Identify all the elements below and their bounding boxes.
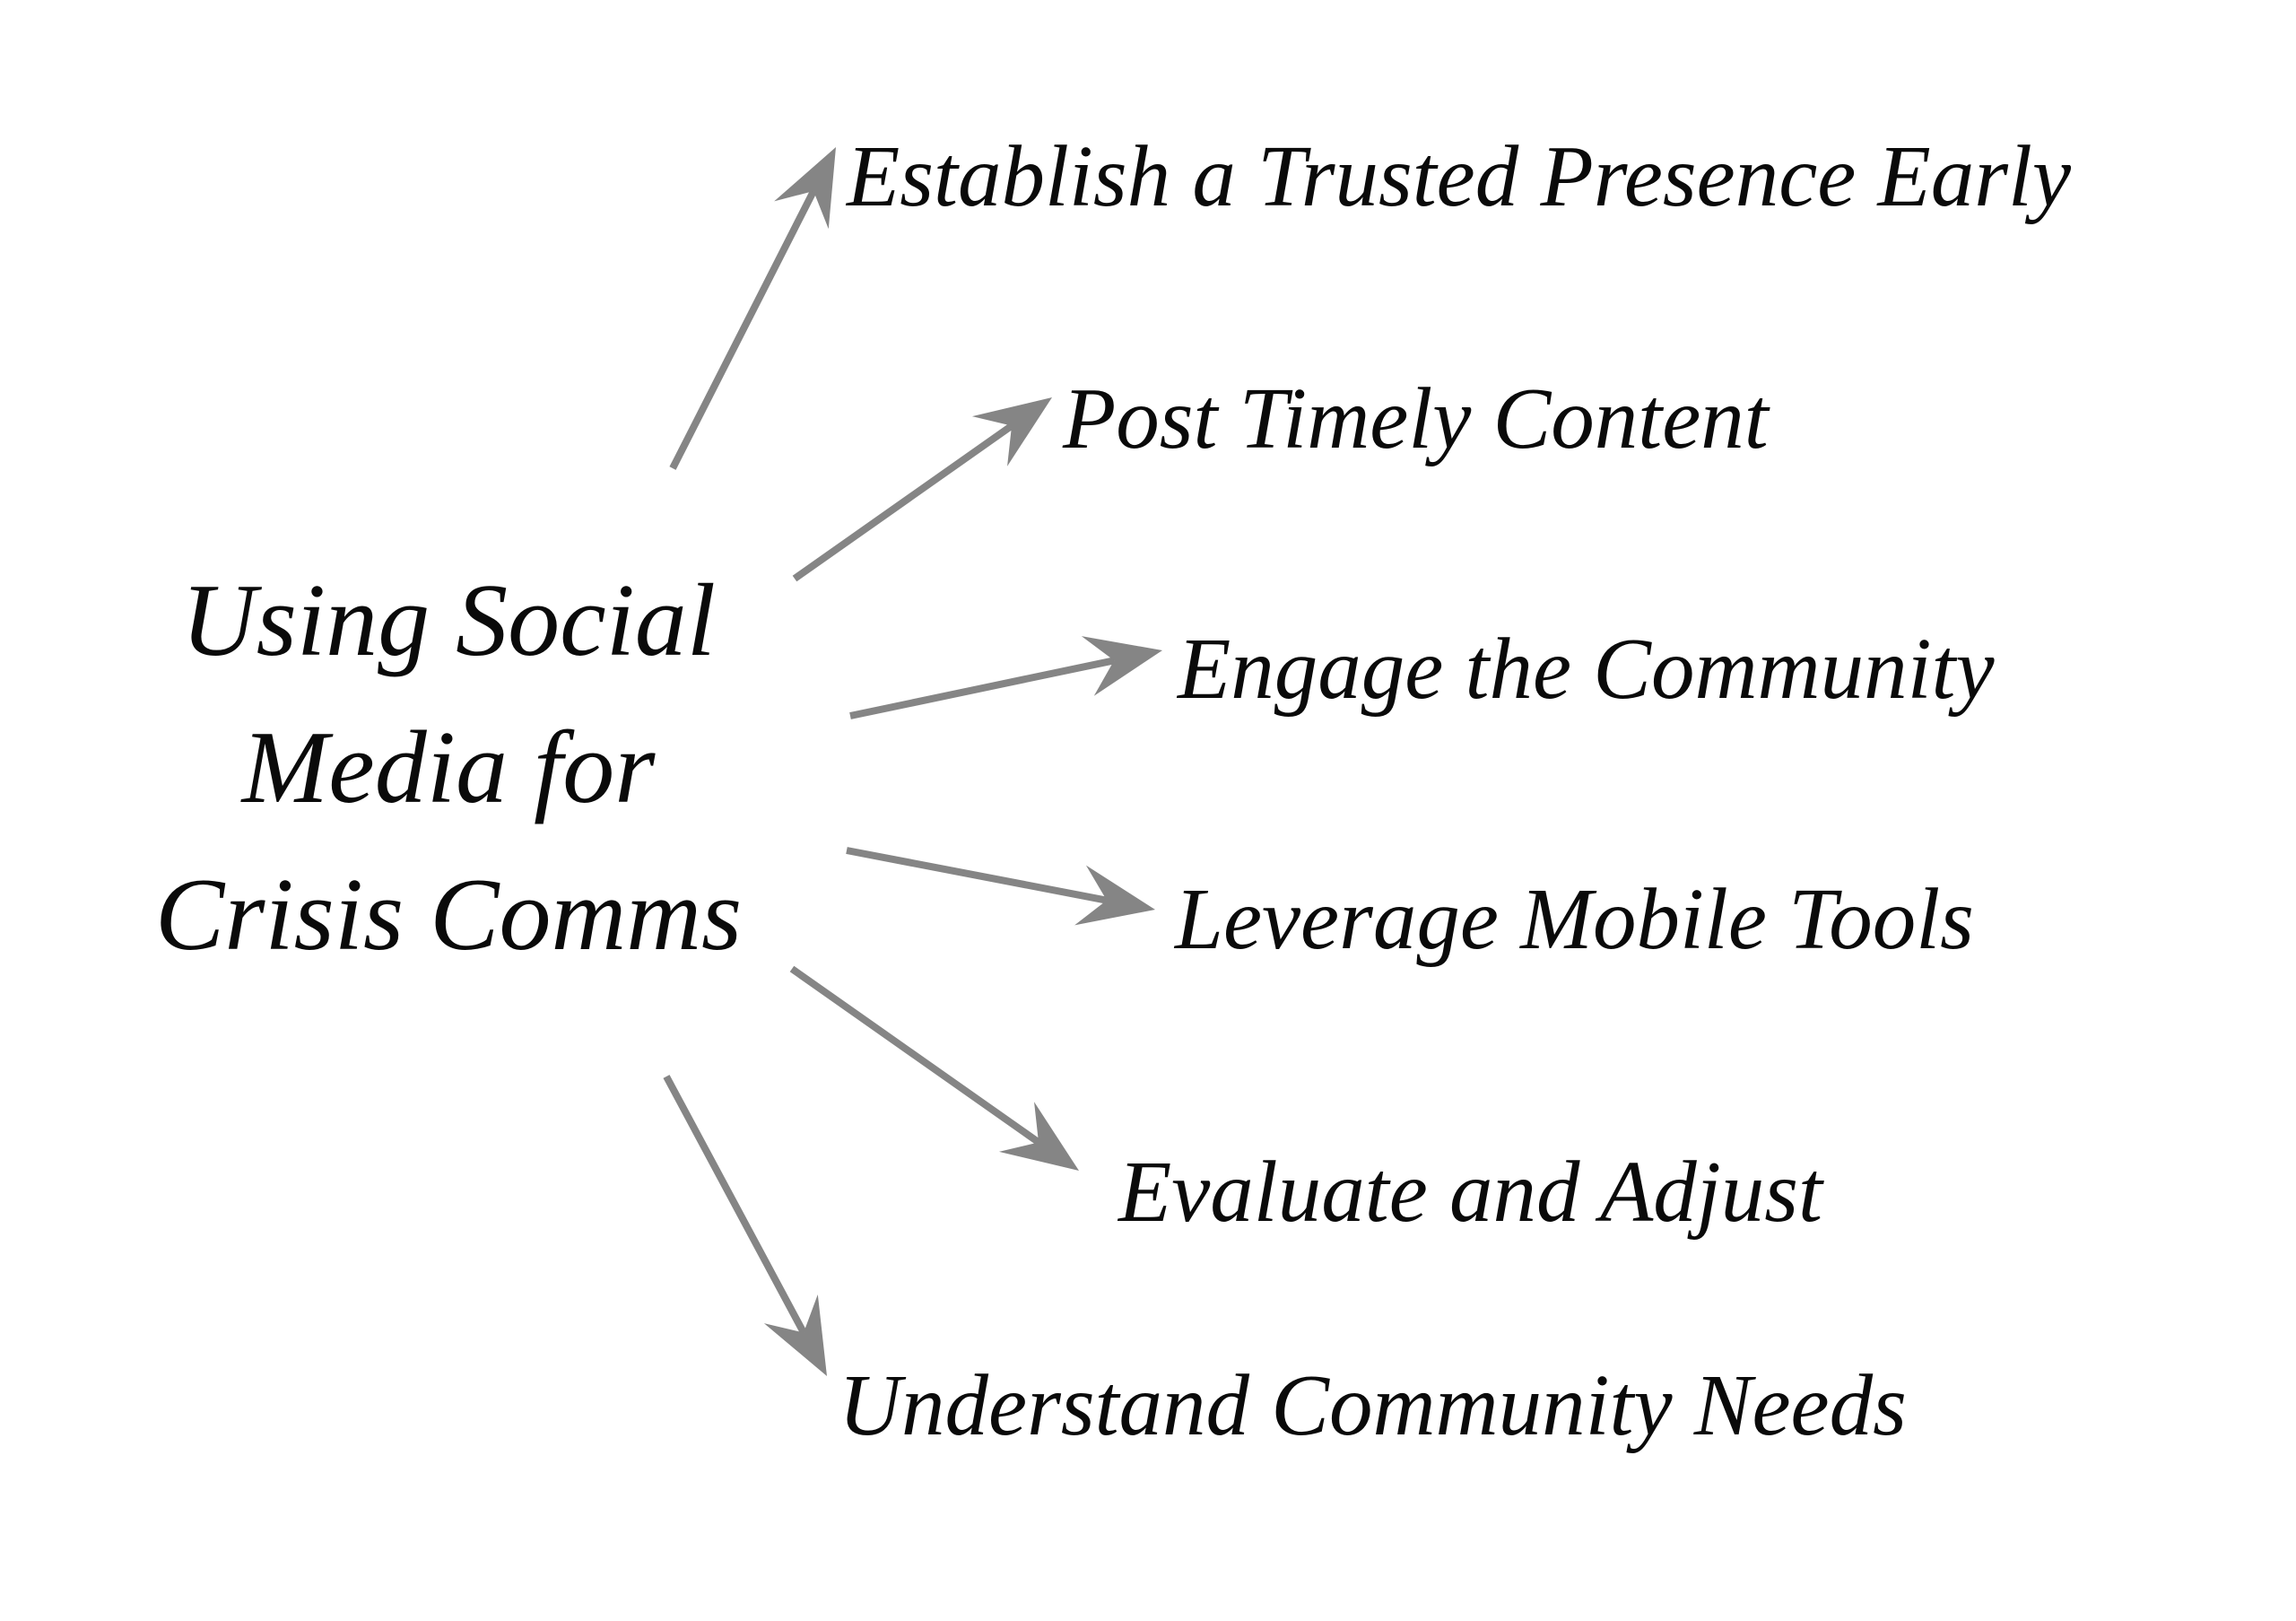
arrow-6 [663,1075,827,1376]
arrow-shaft [849,657,1115,719]
item-post-timely-content: Post Timely Content [1063,370,1769,466]
arrow-5 [789,965,1079,1171]
arrow-shaft [789,965,1041,1146]
arrow-shaft [669,189,817,470]
central-topic-line-3: Crisis Comms [154,858,743,972]
item-understand-needs: Understand Community Needs [839,1357,1907,1453]
arrow-4 [846,847,1155,926]
arrow-shaft [663,1075,807,1335]
item-evaluate-adjust: Evaluate and Adjust [1118,1144,1822,1240]
central-topic: Using Social Media for Crisis Comms [108,547,789,989]
arrow-1 [669,147,836,470]
arrow-3 [849,636,1162,719]
arrowhead-icon [971,397,1052,466]
arrowhead-icon [763,1294,827,1376]
arrowhead-icon [774,147,836,230]
arrowhead-icon [1074,865,1155,926]
central-topic-line-2: Media for [241,710,656,825]
item-engage-community: Engage the Community [1178,621,1995,717]
item-leverage-mobile-tools: Leverage Mobile Tools [1175,871,1974,967]
item-establish-presence: Establish a Trusted Presence Early [847,128,2072,224]
arrowhead-icon [998,1102,1079,1171]
arrow-shaft [792,423,1014,582]
arrow-shaft [846,847,1108,904]
central-topic-line-1: Using Social [180,563,717,678]
arrow-2 [792,397,1052,582]
arrowhead-icon [1081,636,1162,696]
